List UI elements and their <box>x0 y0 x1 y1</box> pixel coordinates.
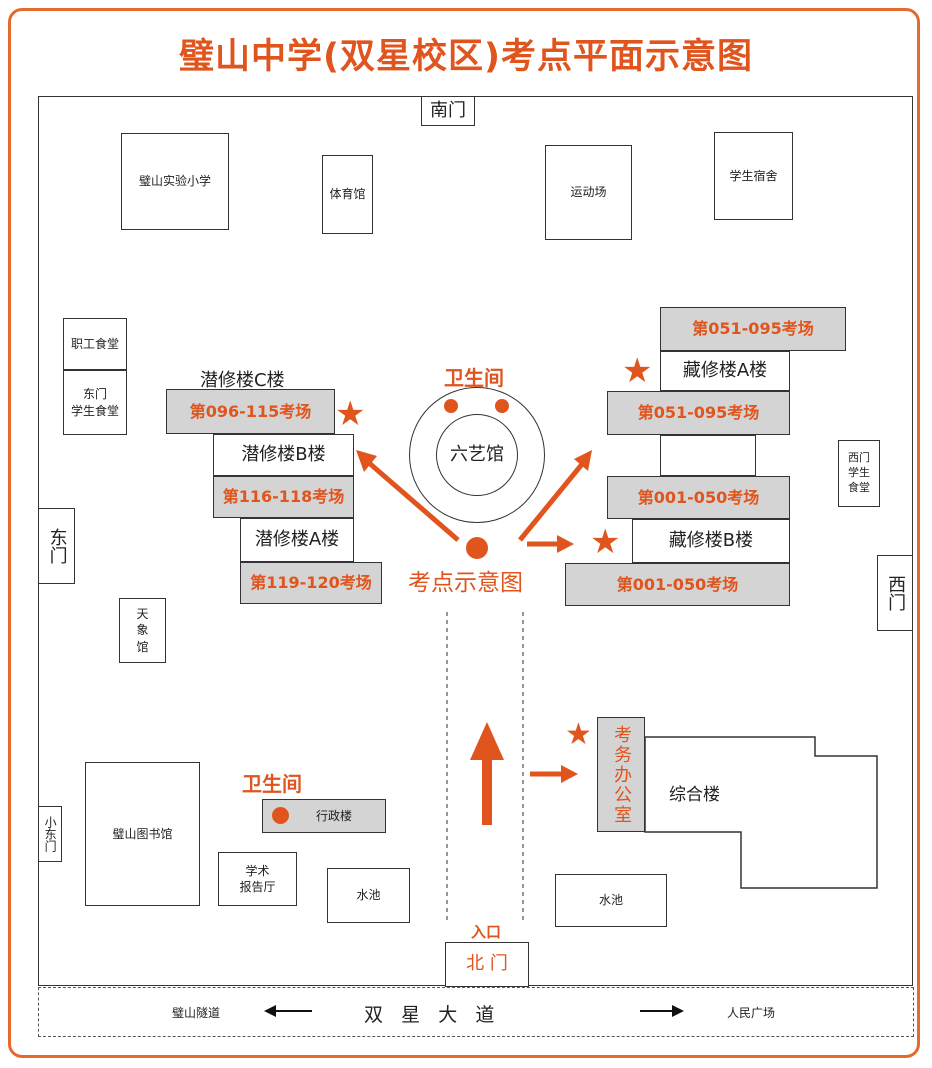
cangxiu-b-top-rooms: 第001-050考场 <box>607 476 790 519</box>
star-icon: ★ <box>565 717 592 752</box>
road-arrow-right-head <box>672 1005 684 1017</box>
qianxiu-b-rooms: 第116-118考场 <box>213 476 354 518</box>
restroom-label-top: 卫生间 <box>444 366 504 390</box>
map-title: 璧山中学(双星校区)考点平面示意图 <box>179 37 753 77</box>
admin-building: 行政楼 <box>262 799 386 833</box>
liuyi-hall-outer-ring <box>409 387 545 523</box>
cangxiu-b-bottom-rooms: 第001-050考场 <box>565 563 790 606</box>
road-arrow-left-head <box>264 1005 276 1017</box>
center-label: 考点示意图 <box>408 570 523 596</box>
arrow-office-head <box>561 765 578 783</box>
cangxiu-b-label: 藏修楼B楼 <box>632 519 790 563</box>
small-east-gate: 小东门 <box>38 806 62 862</box>
north-gate: 北 门 <box>445 942 529 987</box>
cangxiu-a-label: 藏修楼A楼 <box>660 351 790 391</box>
gym: 体育馆 <box>322 155 373 234</box>
shuangxing-avenue <box>38 987 914 1037</box>
east-gate: 东门 <box>38 508 75 584</box>
qianxiu-b-label: 潜修楼B楼 <box>213 434 354 476</box>
library: 璧山图书馆 <box>85 762 200 906</box>
arrow-right-head <box>557 535 574 553</box>
liuyi-hall: 六艺馆 <box>436 414 518 496</box>
qianxiu-c-label: 潜修楼C楼 <box>200 370 285 391</box>
arrow-up-right <box>518 461 585 542</box>
restroom-marker <box>495 399 509 413</box>
complex-building-outline <box>644 736 878 889</box>
restroom-marker <box>444 399 458 413</box>
student-dorm: 学生宿舍 <box>714 132 793 220</box>
cangxiu-a-top-rooms: 第051-095考场 <box>660 307 846 351</box>
star-icon: ★ <box>590 522 621 562</box>
staff-canteen: 职工食堂 <box>63 318 127 370</box>
sports-field: 运动场 <box>545 145 632 240</box>
cangxiu-connector <box>660 435 756 476</box>
road-left-destination: 璧山隧道 <box>172 1006 221 1020</box>
qianxiu-a-rooms: 第119-120考场 <box>240 562 382 604</box>
road-right-destination: 人民广场 <box>727 1006 776 1020</box>
qianxiu-c-rooms: 第096-115考场 <box>166 389 335 434</box>
map-frame <box>8 8 920 1058</box>
center-origin-dot <box>466 537 488 559</box>
south-gate: 南门 <box>421 96 475 126</box>
arrow-up-left-head <box>356 450 377 472</box>
star-icon: ★ <box>622 351 653 391</box>
exam-office: 考务办公室 <box>597 717 645 832</box>
pond-right: 水池 <box>555 874 667 927</box>
pond-left: 水池 <box>327 868 410 923</box>
complex-building: 综合楼 <box>669 785 720 805</box>
west-student-canteen: 西门 学生 食堂 <box>838 440 880 507</box>
arrow-main-shaft <box>482 755 492 825</box>
arrow-main-head <box>470 722 504 760</box>
lecture-hall: 学术 报告厅 <box>218 852 297 906</box>
star-icon: ★ <box>335 394 366 434</box>
entrance-label: 入口 <box>471 923 502 941</box>
primary-school: 璧山实验小学 <box>121 133 229 230</box>
arrow-up-right-head <box>574 450 592 471</box>
restroom-marker <box>272 807 289 824</box>
qianxiu-a-label: 潜修楼A楼 <box>240 518 354 562</box>
restroom-label-bottom: 卫生间 <box>242 772 302 796</box>
road-name: 双 星 大 道 <box>364 1004 495 1026</box>
arrow-up-left <box>366 460 460 542</box>
west-gate: 西门 <box>877 555 913 631</box>
planetarium: 天 象 馆 <box>119 598 166 663</box>
cangxiu-a-bottom-rooms: 第051-095考场 <box>607 391 790 435</box>
east-student-canteen: 东门 学生食堂 <box>63 370 127 435</box>
